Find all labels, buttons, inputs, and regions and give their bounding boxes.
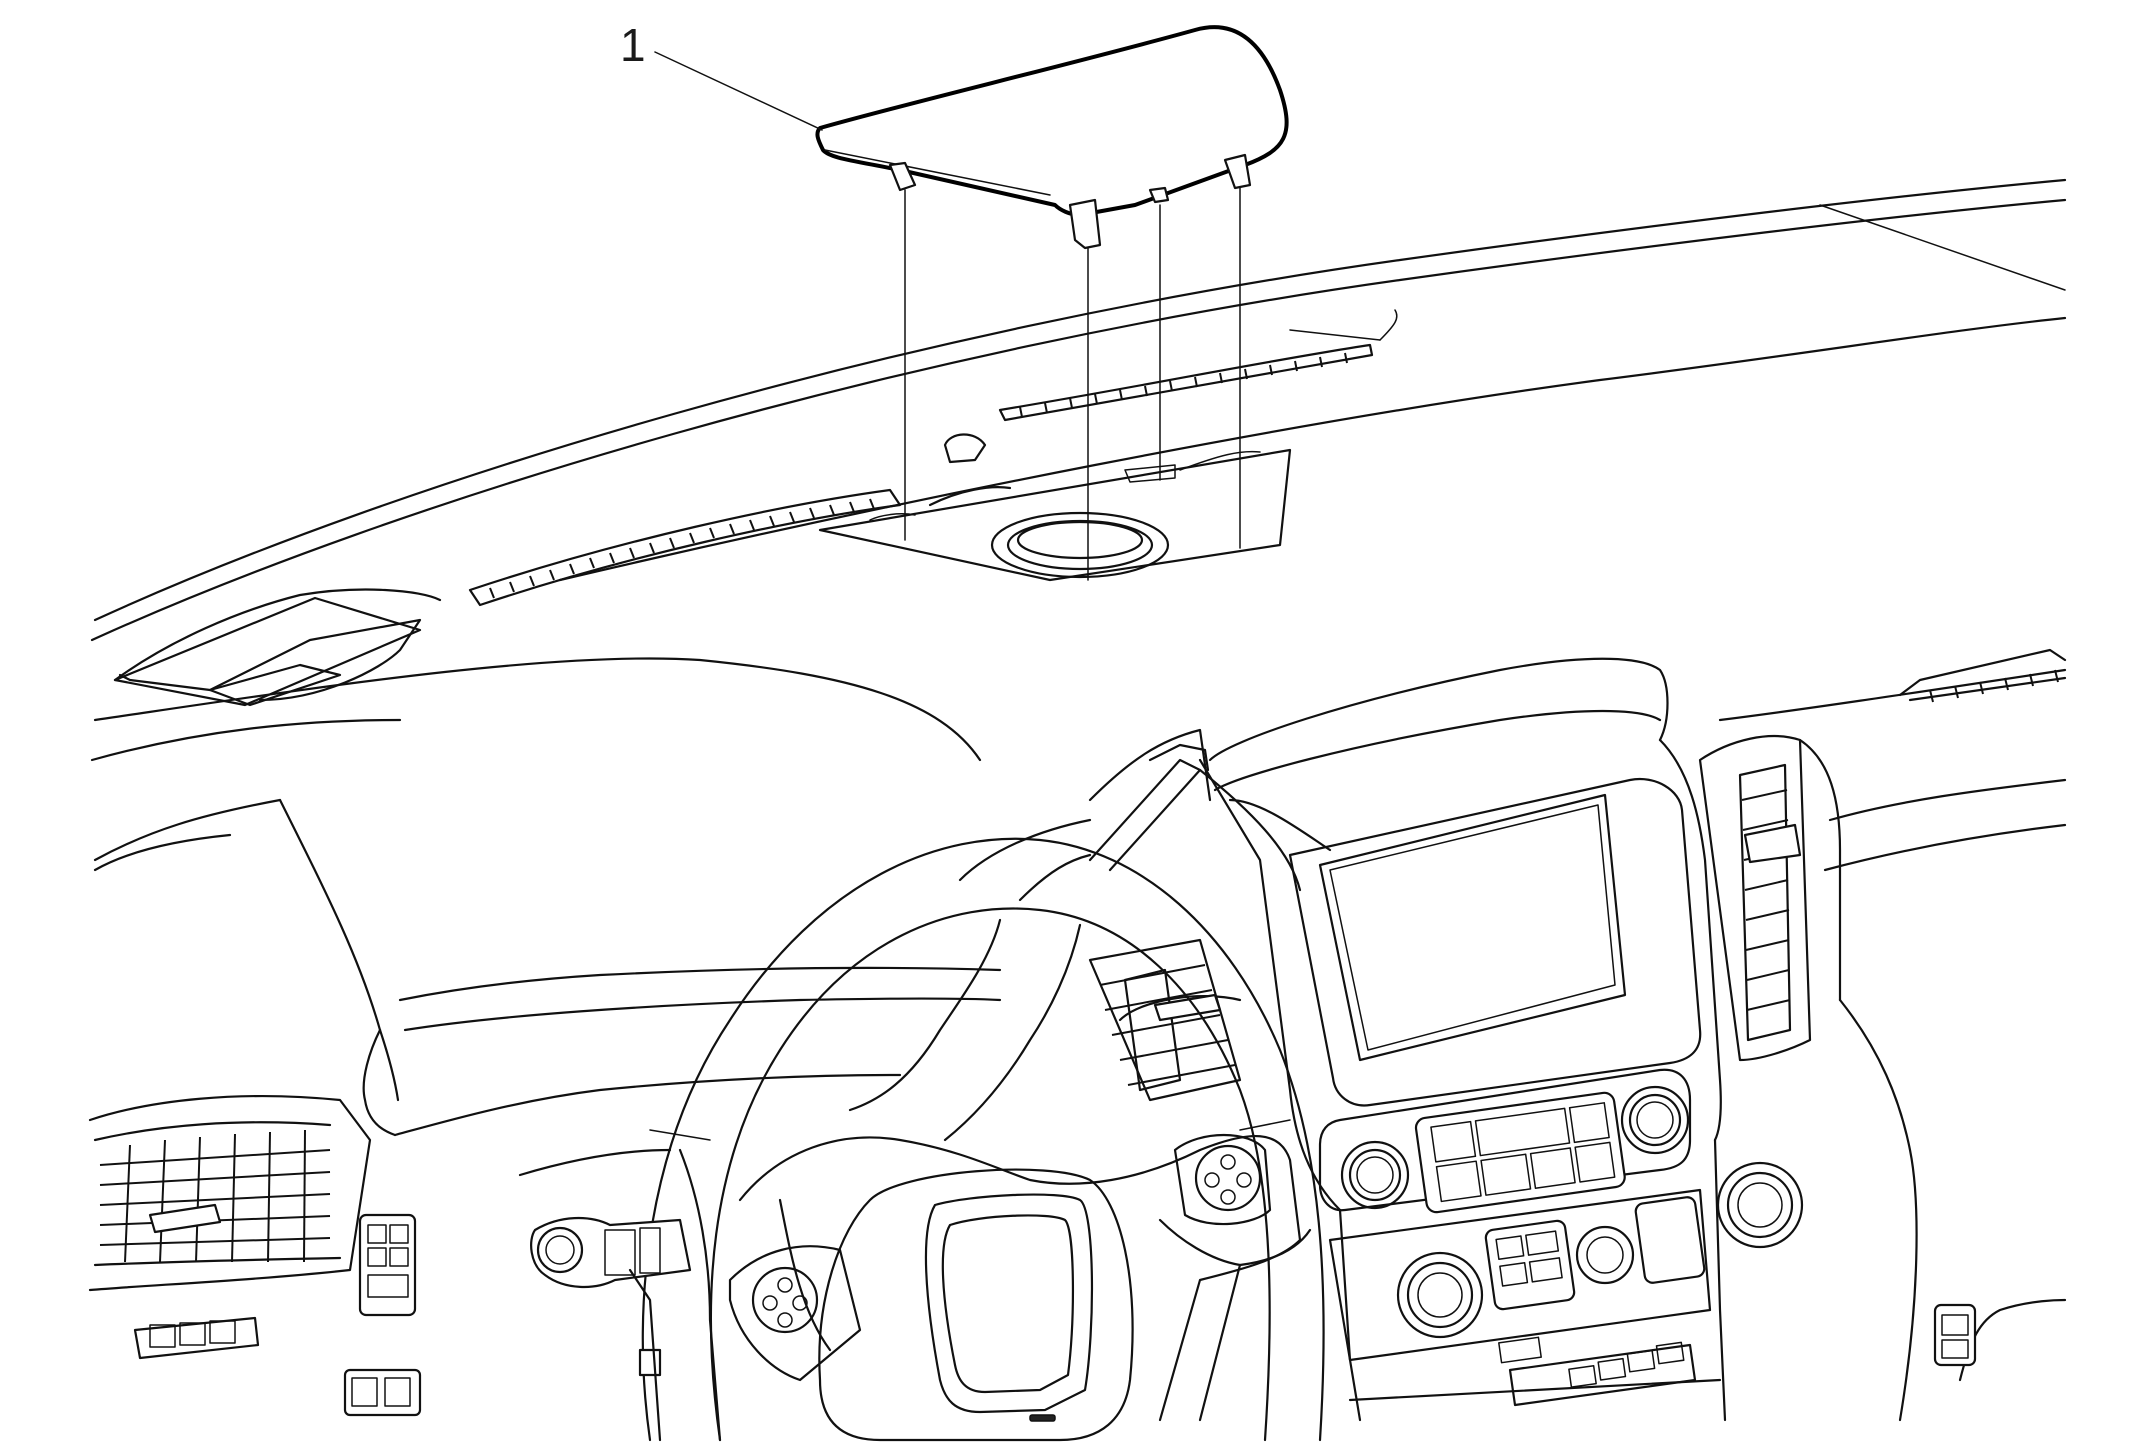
speaker-opening xyxy=(818,433,1292,582)
steering-wheel xyxy=(641,758,1325,1442)
left-air-vent xyxy=(88,1094,372,1292)
column-cover xyxy=(628,1148,722,1442)
center-stack xyxy=(1198,657,1804,1422)
instrument-cluster-hood xyxy=(958,728,1302,1092)
right-air-vent xyxy=(1698,734,1842,1062)
left-dash-panel xyxy=(90,588,1002,1137)
callout-leader-line xyxy=(654,51,823,131)
right-dash-panel xyxy=(1718,648,2067,1422)
center-left-vent xyxy=(1088,938,1242,1102)
installation-guide-lines xyxy=(904,187,1241,581)
left-switch-panel xyxy=(133,1213,422,1417)
callout-number-1: 1 xyxy=(620,19,646,71)
turn-signal-stalk xyxy=(518,1148,692,1377)
speaker-grille-cover xyxy=(815,25,1289,250)
dash-top-surface xyxy=(90,178,2067,642)
defrost-vent-strip xyxy=(468,343,1374,607)
